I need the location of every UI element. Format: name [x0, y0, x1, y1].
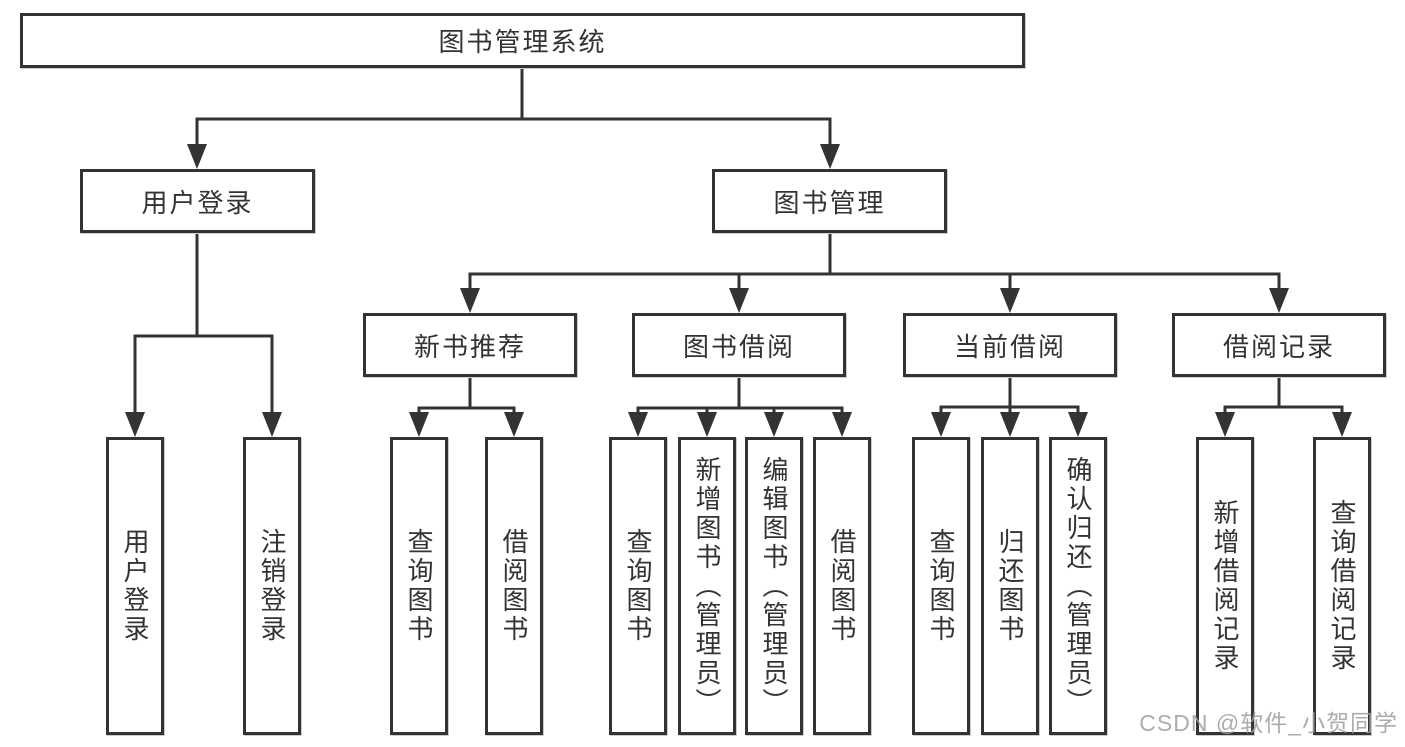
leaf-logout-label: 注销登录: [257, 528, 287, 644]
leaf-query-borrow-record-label: 查询借阅记录: [1327, 499, 1357, 673]
leaf-add-book-admin: 新增图书（管理员）: [678, 437, 736, 735]
leaf-query-books-borrow-label: 查询图书: [623, 528, 653, 644]
leaf-query-books-recommend-label: 查询图书: [404, 528, 434, 644]
leaf-return-book-label: 归还图书: [995, 528, 1025, 644]
leaf-borrow-books: 借阅图书: [813, 437, 871, 735]
leaf-edit-book-admin-label: 编辑图书（管理员）: [759, 455, 789, 717]
arrowheads: [125, 144, 1352, 437]
leaf-add-borrow-record: 新增借阅记录: [1196, 437, 1254, 735]
leaf-add-borrow-record-label: 新增借阅记录: [1210, 499, 1240, 673]
leaf-query-borrow-record: 查询借阅记录: [1313, 437, 1371, 735]
node-user-login: 用户登录: [80, 169, 315, 233]
node-borrow-records: 借阅记录: [1172, 313, 1386, 377]
leaf-query-books-borrow: 查询图书: [609, 437, 667, 735]
node-book-management: 图书管理: [712, 169, 947, 233]
leaf-borrow-books-recommend-label: 借阅图书: [499, 528, 529, 644]
leaf-confirm-return-admin: 确认归还（管理员）: [1049, 437, 1107, 735]
node-book-borrow: 图书借阅: [632, 313, 846, 377]
leaf-return-book: 归还图书: [981, 437, 1039, 735]
leaf-query-books-recommend: 查询图书: [390, 437, 448, 735]
leaf-logout: 注销登录: [243, 437, 301, 735]
leaf-user-login-label: 用户登录: [120, 528, 150, 644]
leaf-query-books-current-label: 查询图书: [926, 528, 956, 644]
node-new-book-recommend: 新书推荐: [363, 313, 577, 377]
leaf-borrow-books-label: 借阅图书: [827, 528, 857, 644]
leaf-query-books-current: 查询图书: [912, 437, 970, 735]
leaf-borrow-books-recommend: 借阅图书: [485, 437, 543, 735]
leaf-confirm-return-admin-label: 确认归还（管理员）: [1063, 455, 1093, 717]
csdn-watermark: CSDN @软件_小贺同学: [1139, 710, 1398, 736]
leaf-edit-book-admin: 编辑图书（管理员）: [745, 437, 803, 735]
leaf-user-login: 用户登录: [106, 437, 164, 735]
node-current-borrow: 当前借阅: [903, 313, 1117, 377]
leaf-add-book-admin-label: 新增图书（管理员）: [692, 455, 722, 717]
node-root-system: 图书管理系统: [20, 13, 1025, 68]
